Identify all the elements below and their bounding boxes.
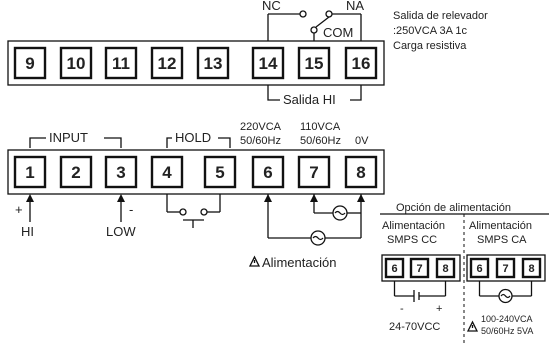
terminal-9 xyxy=(13,46,47,80)
terminal-label: 2 xyxy=(71,163,80,182)
relay-spec-line3: Carga resistiva xyxy=(393,40,467,52)
terminal-label: 7 xyxy=(309,163,318,182)
dc-title-line2: SMPS CC xyxy=(387,234,437,246)
terminal-16 xyxy=(344,46,378,80)
dc-terminal-7 xyxy=(409,257,430,279)
terminal-1 xyxy=(13,155,47,189)
terminal-label: 6 xyxy=(476,263,482,275)
hi-plus-sign: + xyxy=(15,202,23,217)
na-label: NA xyxy=(346,0,364,13)
v0-label: 0V xyxy=(355,135,369,147)
terminal-label: 9 xyxy=(25,54,34,73)
low-minus-sign: - xyxy=(129,202,133,217)
terminal-label: 8 xyxy=(442,263,448,275)
v220-label-line2: 50/60Hz xyxy=(240,135,281,147)
ac-title-line2: SMPS CA xyxy=(477,234,527,246)
warning-icon xyxy=(248,255,261,267)
hold-switch xyxy=(166,194,221,228)
power-option-panel: Opción de alimentación Alimentación SMPS… xyxy=(380,202,549,345)
relay-switch-arm xyxy=(315,16,330,28)
output-hi-label: Salida HI xyxy=(283,92,336,107)
dc-minus-sign: - xyxy=(400,303,404,315)
low-input-arrow: - LOW xyxy=(106,194,136,239)
dc-voltage-range: 24-70VCC xyxy=(389,321,440,333)
low-label: LOW xyxy=(106,224,136,239)
terminal-14 xyxy=(251,46,285,80)
dc-terminal-8 xyxy=(435,257,456,279)
terminal-2 xyxy=(59,155,93,189)
power-label: Alimentación xyxy=(262,255,336,270)
terminal-label: 6 xyxy=(391,263,397,275)
warning-icon xyxy=(466,320,479,332)
com-contact xyxy=(310,26,318,34)
power-warning: Alimentación xyxy=(248,255,336,270)
terminal-label: 14 xyxy=(259,54,278,73)
terminal-label: 11 xyxy=(112,54,130,73)
terminal-5 xyxy=(203,155,237,189)
hi-input-arrow: + HI xyxy=(15,194,34,239)
terminal-label: 3 xyxy=(116,163,125,182)
dc-terminal-6 xyxy=(384,257,405,279)
terminal-label: 13 xyxy=(204,54,223,73)
ac-terminal-8 xyxy=(521,257,542,279)
input-label: INPUT xyxy=(49,130,88,145)
terminal-label: 4 xyxy=(162,163,172,182)
terminal-label: 1 xyxy=(25,163,34,182)
terminal-label: 7 xyxy=(416,263,422,275)
terminal-6 xyxy=(251,155,285,189)
output-hi-bracket: Salida HI xyxy=(267,85,362,107)
terminal-label: 15 xyxy=(305,54,324,73)
terminal-4 xyxy=(150,155,184,189)
terminal-13 xyxy=(196,46,230,80)
ac-title-line1: Alimentación xyxy=(469,220,532,232)
nc-label: NC xyxy=(262,0,281,13)
terminal-label: 6 xyxy=(263,163,272,182)
na-contact xyxy=(325,10,333,18)
terminal-15 xyxy=(297,46,331,80)
dc-title-line1: Alimentación xyxy=(382,220,445,232)
terminal-11 xyxy=(104,46,138,80)
ac-terminal-7 xyxy=(495,257,516,279)
relay-terminal-block: 9 10 11 12 13 14 15 16 xyxy=(7,40,385,86)
com-label: COM xyxy=(323,25,353,40)
hold-bracket: HOLD xyxy=(166,130,231,148)
relay-spec-line1: Salida de relevador xyxy=(393,10,488,22)
terminal-label: 5 xyxy=(215,163,224,182)
terminal-label: 16 xyxy=(352,54,371,73)
nc-contact xyxy=(299,10,307,18)
v110-label-line2: 50/60Hz xyxy=(300,135,341,147)
terminal-label: 8 xyxy=(356,163,365,182)
power-option-title: Opción de alimentación xyxy=(396,202,511,214)
relay-spec-line2: :250VCA 3A 1c xyxy=(393,25,467,37)
terminal-7 xyxy=(297,155,331,189)
relay-contact-schematic: NC NA COM xyxy=(262,0,364,41)
input-bracket: INPUT xyxy=(29,130,122,148)
terminal-8 xyxy=(344,155,378,189)
hi-label: HI xyxy=(21,224,34,239)
hold-contact-a xyxy=(179,208,187,216)
terminal-3 xyxy=(104,155,138,189)
hold-contact-b xyxy=(200,208,208,216)
terminal-label: 7 xyxy=(502,263,508,275)
terminal-label: 10 xyxy=(67,54,86,73)
v220-label-line1: 220VCA xyxy=(240,121,282,133)
terminal-label: 12 xyxy=(158,54,177,73)
power-wiring xyxy=(264,194,365,246)
dc-plus-sign: + xyxy=(436,303,442,315)
hold-label: HOLD xyxy=(175,130,211,145)
ac-voltage-range-line2: 50/60Hz 5VA xyxy=(481,326,533,336)
terminal-label: 8 xyxy=(528,263,534,275)
terminal-12 xyxy=(150,46,184,80)
ac-voltage-range-line1: 100-240VCA xyxy=(481,314,533,324)
main-terminal-block: 1 2 3 4 5 6 7 8 xyxy=(7,149,385,195)
terminal-10 xyxy=(59,46,93,80)
v110-label-line1: 110VCA xyxy=(300,121,341,133)
ac-terminal-6 xyxy=(469,257,490,279)
